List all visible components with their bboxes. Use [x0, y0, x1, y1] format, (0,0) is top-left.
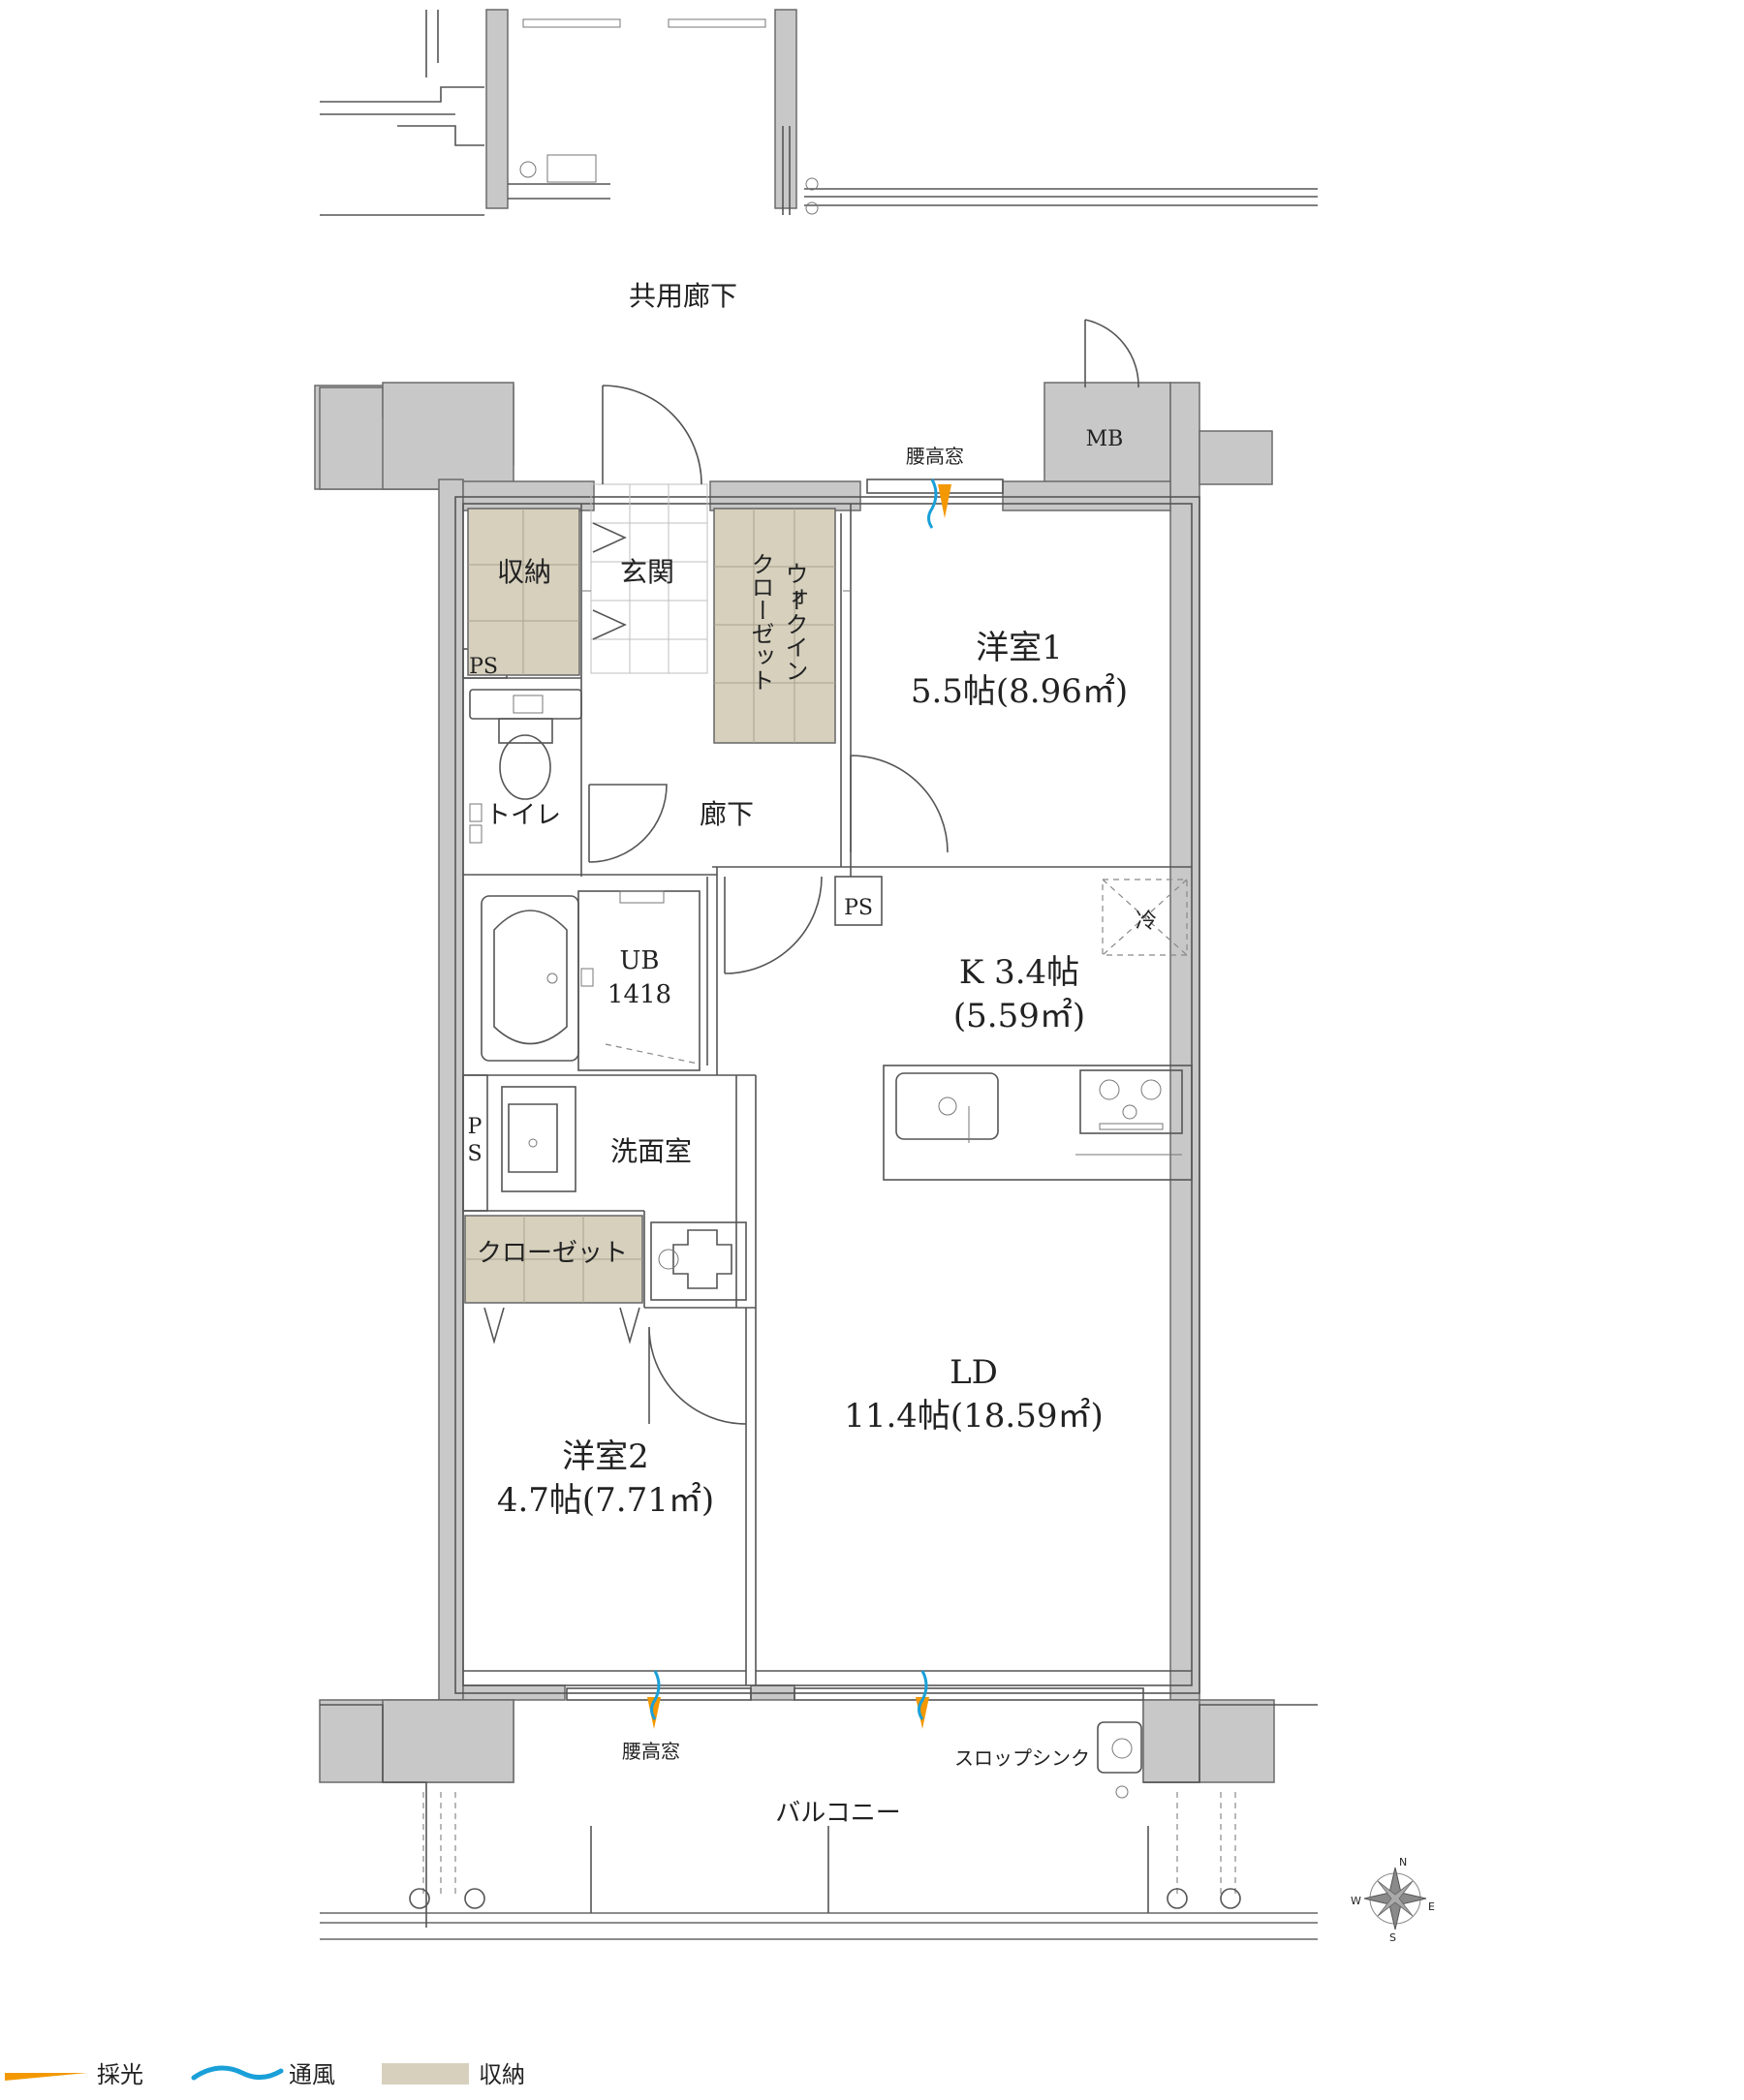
- kitchen-size: (5.59㎡): [953, 997, 1085, 1035]
- compass-e: E: [1428, 1900, 1435, 1913]
- wic-label-2: ークイン: [781, 589, 808, 682]
- light-wedge-icon: [647, 1697, 661, 1729]
- legend-storage-label: 収納: [479, 2061, 525, 2088]
- slop-sink-label: スロップシンク: [954, 1746, 1090, 1770]
- kitchen-name: K 3.4帖: [959, 953, 1079, 992]
- ps-kitchen-label: PS: [844, 896, 873, 920]
- ub-size: 1418: [607, 980, 671, 1009]
- light-wedge-icon: [5, 2073, 87, 2081]
- wic-label-1: ウォ: [781, 562, 808, 608]
- light-wedge-icon: [938, 484, 951, 518]
- ld-size: 11.4帖(18.59㎡): [844, 1397, 1104, 1436]
- entrance-label: 玄関: [620, 556, 674, 588]
- common-corridor-label: 共用廊下: [629, 280, 737, 312]
- wic-label-3: クローゼット: [747, 552, 774, 692]
- fixtures: [469, 689, 1193, 1799]
- room-labels: 共用廊下 MB 腰高窓 収納 玄関 ウォ ークイン クローゼット PS PS P…: [467, 280, 1157, 1828]
- ub-name: UB: [619, 946, 659, 975]
- ps-wash-label-s: S: [467, 1142, 482, 1166]
- toilet-label: トイレ: [485, 801, 561, 830]
- entrance-tiles: [590, 483, 708, 674]
- compass-s: S: [1389, 1931, 1396, 1944]
- washroom-label: 洗面室: [610, 1135, 692, 1167]
- walk-in-closet: [713, 508, 836, 744]
- doors: [483, 319, 1139, 1425]
- balcony-rails: [320, 1704, 1318, 1940]
- window-bottom-label: 腰高窓: [622, 1740, 680, 1763]
- ps-top-label: PS: [469, 655, 498, 679]
- storage-swatch-icon: [382, 2063, 469, 2085]
- ps-wash-label-p: P: [468, 1115, 483, 1139]
- light-wind-markers: [647, 479, 951, 1729]
- wind-wave-icon: [927, 479, 938, 529]
- storage-areas: [464, 508, 836, 1304]
- storage-label: 収納: [497, 556, 551, 588]
- compass-rose: N E S W: [1351, 1856, 1435, 1944]
- neighbor-unit-top: [320, 9, 1318, 216]
- compass-w: W: [1351, 1895, 1361, 1907]
- legend: 採光 通風 収納: [5, 2061, 525, 2088]
- hallway-label: 廊下: [700, 798, 754, 830]
- wind-wave-icon: [191, 2065, 284, 2081]
- bedroom2-size: 4.7帖(7.71㎡): [497, 1481, 714, 1520]
- bedroom2-name: 洋室2: [562, 1437, 649, 1476]
- mb-label: MB: [1086, 427, 1124, 451]
- structural-walls: [314, 382, 1275, 1783]
- legend-wind-label: 通風: [289, 2061, 335, 2088]
- wind-wave-icon: [918, 1670, 928, 1720]
- bedroom1-name: 洋室1: [976, 629, 1063, 667]
- balcony-label: バルコニー: [775, 1799, 900, 1828]
- bedroom1-size: 5.5帖(8.96㎡): [911, 672, 1128, 711]
- legend-light-label: 採光: [97, 2061, 143, 2088]
- fridge-label: 冷: [1136, 910, 1157, 934]
- wind-wave-icon: [650, 1670, 661, 1720]
- ld-name: LD: [950, 1353, 998, 1392]
- compass-n: N: [1399, 1856, 1407, 1868]
- closet-label: クローゼット: [477, 1239, 628, 1268]
- window-top-label: 腰高窓: [906, 445, 964, 468]
